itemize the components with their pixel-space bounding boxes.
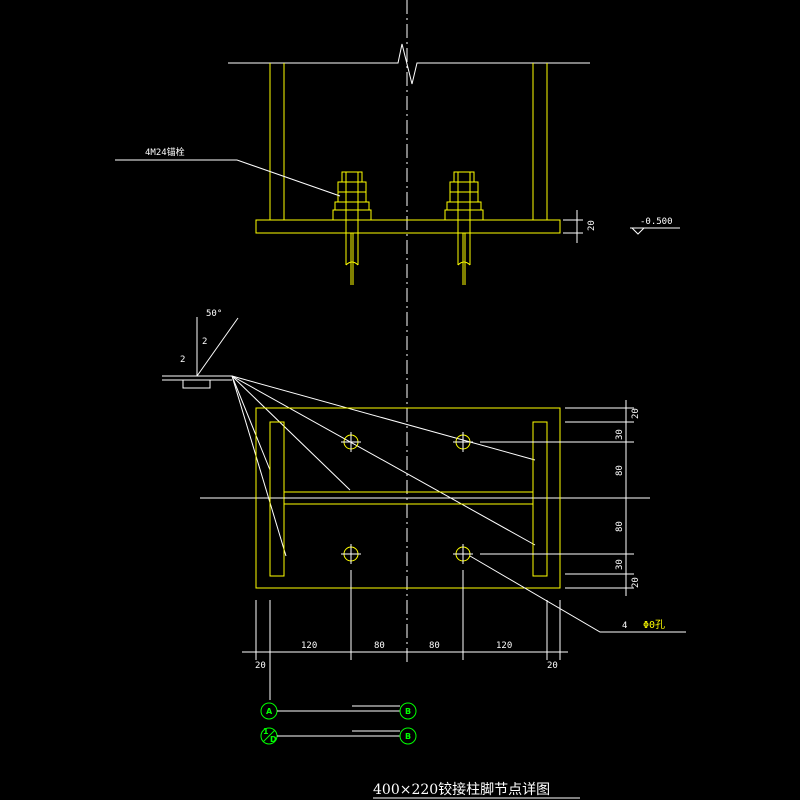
axis-label-d: D — [270, 735, 277, 744]
axis-row-2: 1 D B — [260, 727, 417, 745]
base-plate-elevation — [255, 219, 561, 234]
flange-left — [269, 421, 285, 577]
dim-right-4: 80 — [615, 521, 625, 532]
drawing-title: 400×220铰接柱脚节点详图 — [373, 781, 550, 798]
weld-angle: 50° — [206, 309, 222, 319]
weld-size-b: 2 — [180, 355, 185, 365]
plate-thickness-dim: 20 — [587, 220, 597, 231]
dim-right-1: 20 — [631, 408, 641, 419]
flange-right — [532, 421, 548, 577]
weld-symbol: 50° 2 2 — [162, 309, 536, 557]
anchor-hole — [341, 432, 361, 452]
anchor-hole — [453, 432, 473, 452]
axis-label-b2: B — [405, 732, 411, 741]
bolt-label: 4M24锚栓 — [145, 146, 185, 158]
elevation-view: 4M24锚栓 20 -0.500 — [115, 43, 680, 285]
break-line — [228, 43, 590, 85]
dim-right-5: 30 — [615, 559, 625, 570]
plan-view: 4 Φ0孔 20 30 80 80 30 20 120 80 80 120 20… — [200, 400, 686, 700]
axis-label-a: A — [266, 707, 273, 716]
dim-right-3: 80 — [615, 465, 625, 476]
dim-right-6: 20 — [631, 577, 641, 588]
hole-count: 4 — [622, 621, 627, 631]
anchor-hole — [453, 544, 473, 564]
bolt-leader — [115, 159, 341, 197]
anchor-bolt-left — [332, 171, 372, 285]
dim-left-small: 20 — [255, 661, 266, 671]
axis-label-1: 1 — [263, 727, 269, 736]
level-mark: -0.500 — [640, 217, 673, 227]
anchor-bolt-right — [444, 171, 484, 285]
hole-leader — [469, 555, 686, 633]
dim-right-2: 30 — [615, 429, 625, 440]
base-plate-plan — [255, 407, 561, 589]
dim-bottom-1: 120 — [301, 641, 317, 651]
dim-right-small: 20 — [547, 661, 558, 671]
dim-bottom-2: 80 — [374, 641, 385, 651]
hole-label: Φ0孔 — [643, 619, 665, 631]
axis-bubble-b2 — [399, 727, 417, 745]
axis-label-b: B — [405, 707, 411, 716]
anchor-hole — [341, 544, 361, 564]
weld-size-a: 2 — [202, 337, 207, 347]
dim-bottom-4: 120 — [496, 641, 512, 651]
dim-bottom-3: 80 — [429, 641, 440, 651]
axis-row-1: A B — [260, 702, 417, 720]
axis-bubble-b — [399, 702, 417, 720]
